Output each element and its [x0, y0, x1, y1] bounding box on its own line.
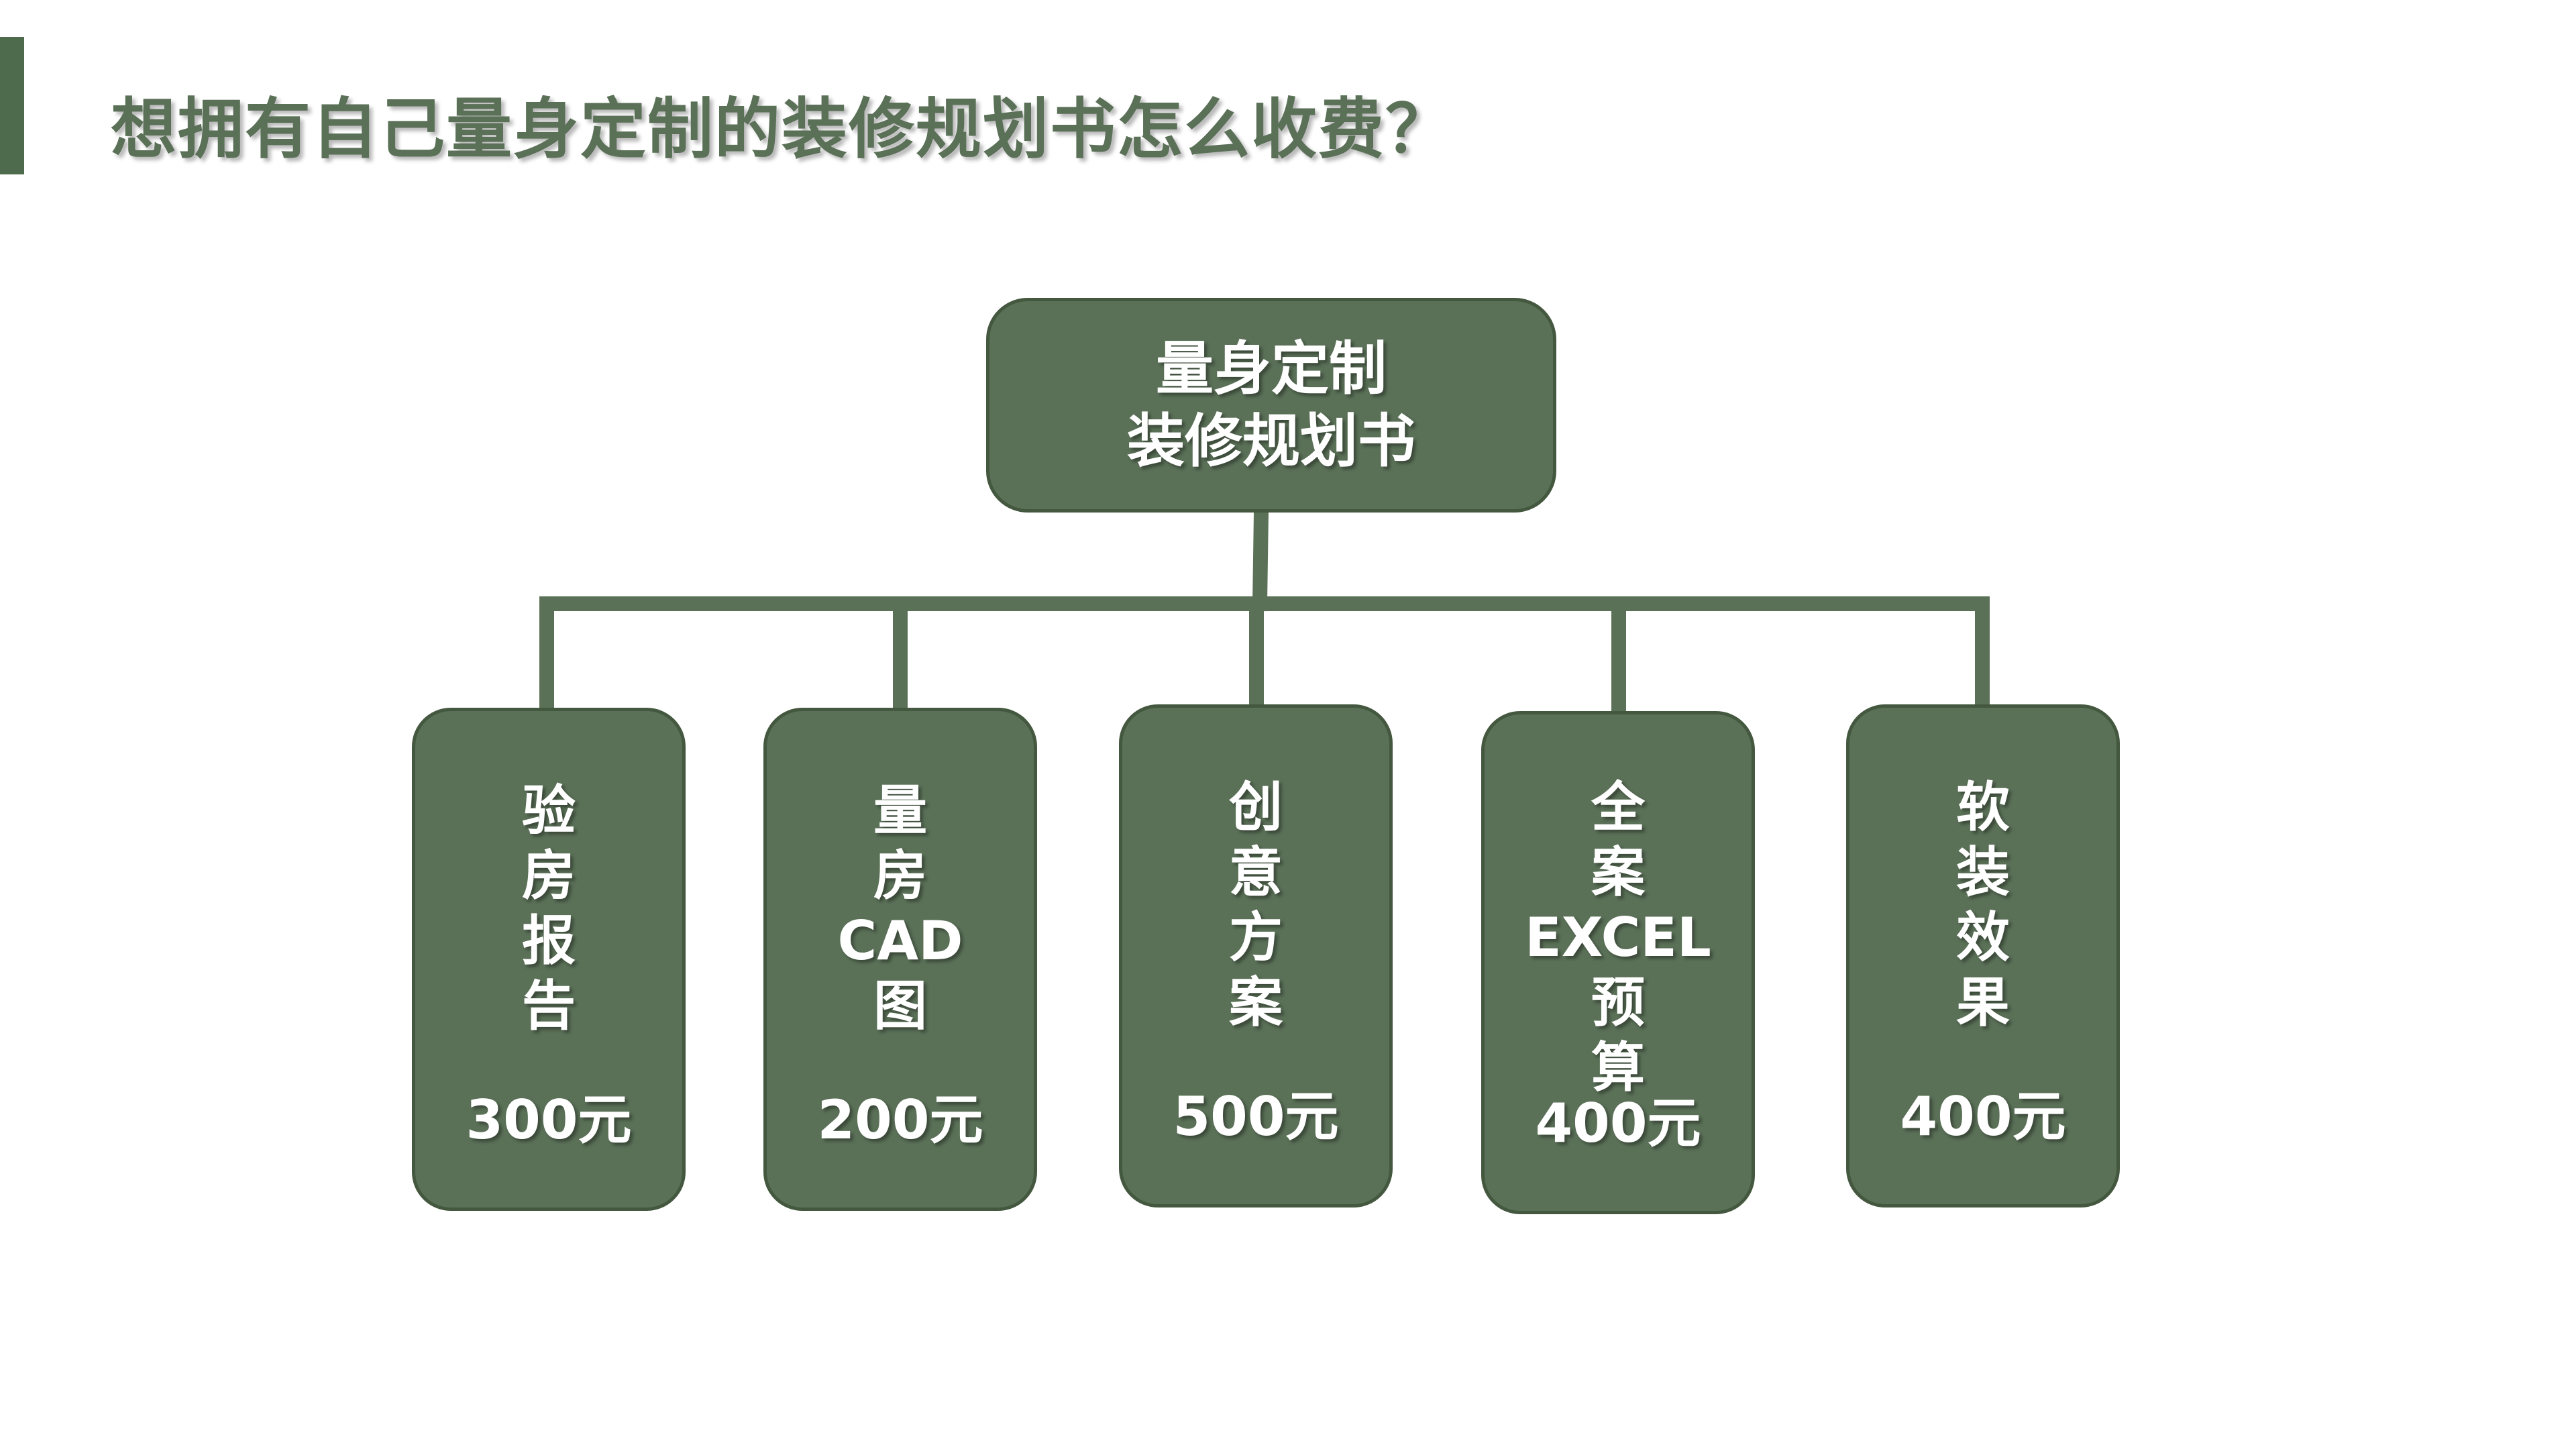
root-node-custom-plan: 量身定制 装修规划书 — [986, 298, 1556, 513]
child-node-label: 全 案 EXCEL 预 算 — [1485, 775, 1752, 1100]
label-line: 方 — [1229, 906, 1283, 969]
label-line: 软 — [1956, 776, 2010, 839]
child-node-label: 量 房 CAD 图 — [767, 778, 1034, 1038]
page-title: 想拥有自己量身定制的装修规划书怎么收费？ — [111, 91, 1453, 168]
label-line: EXCEL — [1525, 906, 1711, 969]
child-node-inspection-report: 验 房 报 告 300元 — [412, 708, 686, 1211]
label-line: 效 — [1956, 906, 2010, 969]
label-line: 果 — [1956, 971, 2010, 1034]
label-line: 预 — [1591, 971, 1645, 1034]
label-line: 量 — [873, 780, 927, 842]
label-line: 全 — [1591, 776, 1645, 839]
label-line: 告 — [522, 975, 576, 1037]
root-node-line-2: 装修规划书 — [1127, 408, 1415, 475]
label-line: 创 — [1229, 776, 1283, 839]
title-accent-bar — [0, 37, 24, 174]
child-node-label: 创 意 方 案 — [1122, 775, 1389, 1035]
child-node-price: 200元 — [817, 1089, 983, 1151]
label-line: 意 — [1229, 841, 1283, 904]
label-line: 案 — [1229, 971, 1283, 1034]
label-line: CAD — [837, 910, 963, 972]
child-node-creative-plan: 创 意 方 案 500元 — [1119, 704, 1393, 1208]
child-node-soft-decoration: 软 装 效 果 400元 — [1846, 704, 2120, 1208]
label-line: 报 — [522, 910, 576, 972]
label-line: 算 — [1591, 1036, 1645, 1099]
child-node-excel-budget: 全 案 EXCEL 预 算 400元 — [1481, 711, 1755, 1214]
label-line: 房 — [522, 845, 576, 907]
label-line: 装 — [1956, 841, 2010, 904]
child-node-label: 软 装 效 果 — [1849, 775, 2116, 1035]
child-node-price: 300元 — [466, 1089, 632, 1151]
child-node-cad-drawing: 量 房 CAD 图 200元 — [763, 708, 1037, 1211]
child-node-price: 400元 — [1535, 1092, 1701, 1155]
label-line: 房 — [873, 845, 927, 907]
child-node-price: 500元 — [1173, 1085, 1339, 1148]
label-line: 图 — [873, 975, 927, 1037]
root-node-line-1: 量身定制 — [1156, 335, 1387, 402]
child-node-label: 验 房 报 告 — [415, 778, 682, 1038]
child-node-price: 400元 — [1900, 1085, 2066, 1148]
label-line: 验 — [522, 780, 576, 842]
connector-root-trunk — [1252, 504, 1269, 612]
label-line: 案 — [1591, 841, 1645, 904]
